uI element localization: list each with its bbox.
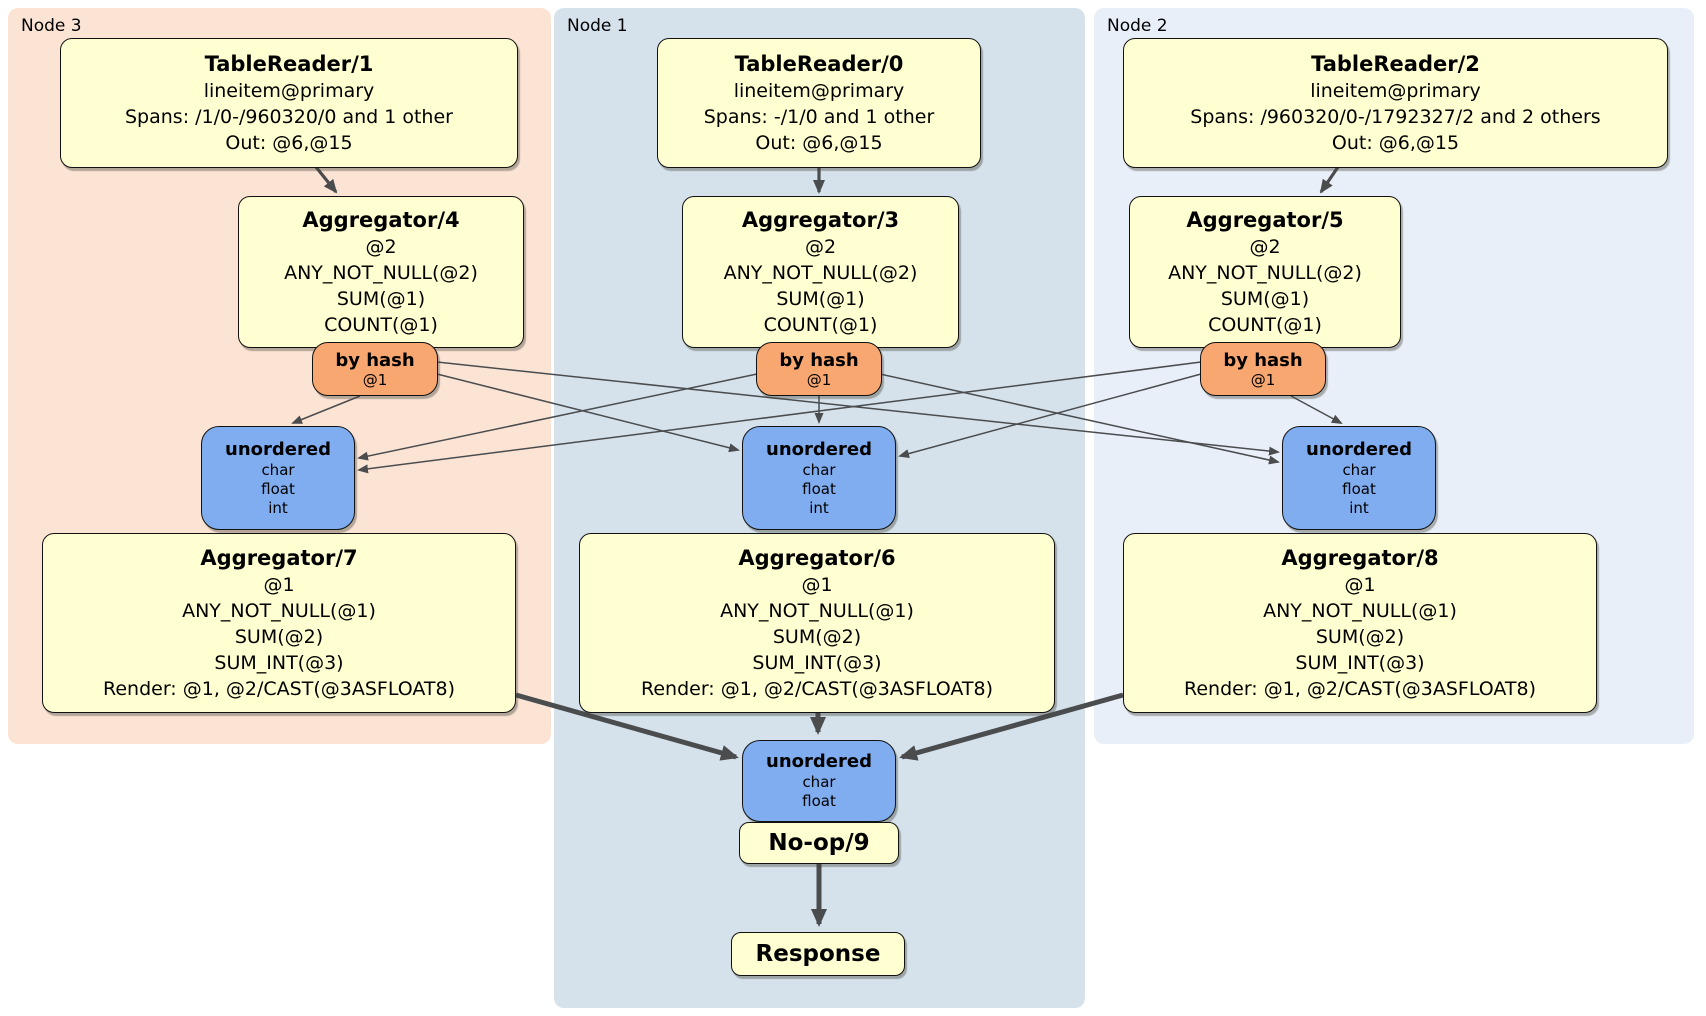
sync-line: float bbox=[1342, 479, 1376, 498]
sync-title: unordered bbox=[766, 751, 872, 772]
router-line: @1 bbox=[1250, 370, 1276, 389]
sync-unordered-node2: unordered char float int bbox=[1282, 426, 1436, 530]
processor-line: COUNT(@1) bbox=[763, 314, 878, 336]
sync-line: char bbox=[802, 773, 836, 791]
processor-line: SUM(@2) bbox=[1315, 626, 1405, 648]
node-group-2-label: Node 2 bbox=[1107, 16, 1168, 36]
sync-line: int bbox=[1349, 498, 1369, 517]
processor-line: Out: @6,@15 bbox=[755, 132, 883, 154]
sync-unordered-final: unordered char float bbox=[742, 740, 896, 822]
processor-tablereader-2: TableReader/2 lineitem@primary Spans: /9… bbox=[1123, 38, 1668, 168]
sync-line: int bbox=[809, 498, 829, 517]
sync-line: float bbox=[802, 479, 836, 498]
processor-line: Render: @1, @2/CAST(@3ASFLOAT8) bbox=[1184, 678, 1536, 700]
processor-title: Aggregator/7 bbox=[200, 546, 358, 570]
processor-line: SUM(@1) bbox=[776, 288, 865, 310]
processor-title: Aggregator/3 bbox=[741, 208, 900, 232]
processor-aggregator-5: Aggregator/5 @2 ANY_NOT_NULL(@2) SUM(@1)… bbox=[1129, 196, 1401, 348]
router-title: by hash bbox=[1223, 349, 1303, 371]
processor-title: TableReader/2 bbox=[1311, 52, 1480, 76]
processor-line: SUM(@1) bbox=[1220, 288, 1310, 310]
processor-aggregator-6: Aggregator/6 @1 ANY_NOT_NULL(@1) SUM(@2)… bbox=[579, 533, 1055, 713]
processor-line: lineitem@primary bbox=[203, 80, 375, 102]
processor-noop-9: No-op/9 bbox=[739, 822, 899, 864]
router-line: @1 bbox=[806, 370, 832, 389]
processor-line: Render: @1, @2/CAST(@3ASFLOAT8) bbox=[641, 678, 993, 700]
processor-title: No-op/9 bbox=[768, 830, 870, 856]
processor-line: COUNT(@1) bbox=[324, 314, 438, 336]
processor-line: @1 bbox=[1344, 574, 1376, 596]
processor-line: @2 bbox=[365, 236, 397, 258]
processor-line: Spans: /960320/0-/1792327/2 and 2 others bbox=[1190, 106, 1601, 128]
processor-line: SUM(@1) bbox=[336, 288, 426, 310]
processor-line: ANY_NOT_NULL(@2) bbox=[723, 262, 918, 284]
processor-line: @1 bbox=[801, 574, 833, 596]
processor-line: Spans: /1/0-/960320/0 and 1 other bbox=[125, 106, 453, 128]
processor-tablereader-0: TableReader/0 lineitem@primary Spans: -/… bbox=[657, 38, 981, 168]
processor-line: SUM_INT(@3) bbox=[752, 652, 882, 674]
processor-line: Out: @6,@15 bbox=[225, 132, 353, 154]
processor-title: Aggregator/6 bbox=[738, 546, 896, 570]
sync-title: unordered bbox=[766, 438, 872, 460]
processor-title: Aggregator/8 bbox=[1281, 546, 1439, 570]
sync-unordered-node3: unordered char float int bbox=[201, 426, 355, 530]
processor-line: Spans: -/1/0 and 1 other bbox=[703, 106, 935, 128]
sync-line: float bbox=[802, 792, 836, 810]
processor-line: @2 bbox=[804, 236, 837, 258]
sync-line: int bbox=[268, 498, 288, 517]
processor-line: ANY_NOT_NULL(@2) bbox=[1168, 262, 1362, 284]
processor-line: Out: @6,@15 bbox=[1331, 132, 1460, 154]
processor-title: TableReader/0 bbox=[734, 52, 904, 76]
router-title: by hash bbox=[335, 349, 415, 371]
sync-title: unordered bbox=[1306, 438, 1412, 460]
sync-title: unordered bbox=[225, 438, 331, 460]
router-by-hash-node3: by hash @1 bbox=[312, 342, 438, 396]
processor-title: Aggregator/4 bbox=[302, 208, 460, 232]
sync-line: char bbox=[802, 460, 836, 479]
sync-unordered-node1: unordered char float int bbox=[742, 426, 896, 530]
response-terminal: Response bbox=[731, 932, 905, 976]
response-title: Response bbox=[755, 941, 881, 967]
processor-aggregator-8: Aggregator/8 @1 ANY_NOT_NULL(@1) SUM(@2)… bbox=[1123, 533, 1597, 713]
processor-title: Aggregator/5 bbox=[1186, 208, 1344, 232]
processor-line: Render: @1, @2/CAST(@3ASFLOAT8) bbox=[103, 678, 455, 700]
processor-line: @2 bbox=[1249, 236, 1281, 258]
processor-line: SUM_INT(@3) bbox=[1295, 652, 1425, 674]
router-line: @1 bbox=[362, 370, 388, 389]
processor-line: lineitem@primary bbox=[1310, 80, 1481, 102]
processor-line: @1 bbox=[263, 574, 295, 596]
router-by-hash-node1: by hash @1 bbox=[756, 342, 882, 396]
sync-line: char bbox=[1342, 460, 1376, 479]
node-group-1-label: Node 1 bbox=[567, 16, 628, 36]
node-group-3-label: Node 3 bbox=[21, 16, 82, 36]
processor-title: TableReader/1 bbox=[204, 52, 374, 76]
sync-line: char bbox=[261, 460, 295, 479]
processor-line: ANY_NOT_NULL(@1) bbox=[720, 600, 914, 622]
processor-line: ANY_NOT_NULL(@1) bbox=[182, 600, 376, 622]
processor-line: COUNT(@1) bbox=[1208, 314, 1322, 336]
processor-line: SUM(@2) bbox=[772, 626, 862, 648]
processor-line: ANY_NOT_NULL(@2) bbox=[284, 262, 478, 284]
sync-line: float bbox=[261, 479, 295, 498]
processor-line: SUM_INT(@3) bbox=[214, 652, 344, 674]
processor-line: ANY_NOT_NULL(@1) bbox=[1263, 600, 1457, 622]
processor-aggregator-4: Aggregator/4 @2 ANY_NOT_NULL(@2) SUM(@1)… bbox=[238, 196, 524, 348]
processor-aggregator-7: Aggregator/7 @1 ANY_NOT_NULL(@1) SUM(@2)… bbox=[42, 533, 516, 713]
router-by-hash-node2: by hash @1 bbox=[1200, 342, 1326, 396]
processor-line: lineitem@primary bbox=[733, 80, 905, 102]
processor-aggregator-3: Aggregator/3 @2 ANY_NOT_NULL(@2) SUM(@1)… bbox=[682, 196, 959, 348]
processor-tablereader-1: TableReader/1 lineitem@primary Spans: /1… bbox=[60, 38, 518, 168]
processor-line: SUM(@2) bbox=[234, 626, 324, 648]
router-title: by hash bbox=[779, 349, 859, 371]
